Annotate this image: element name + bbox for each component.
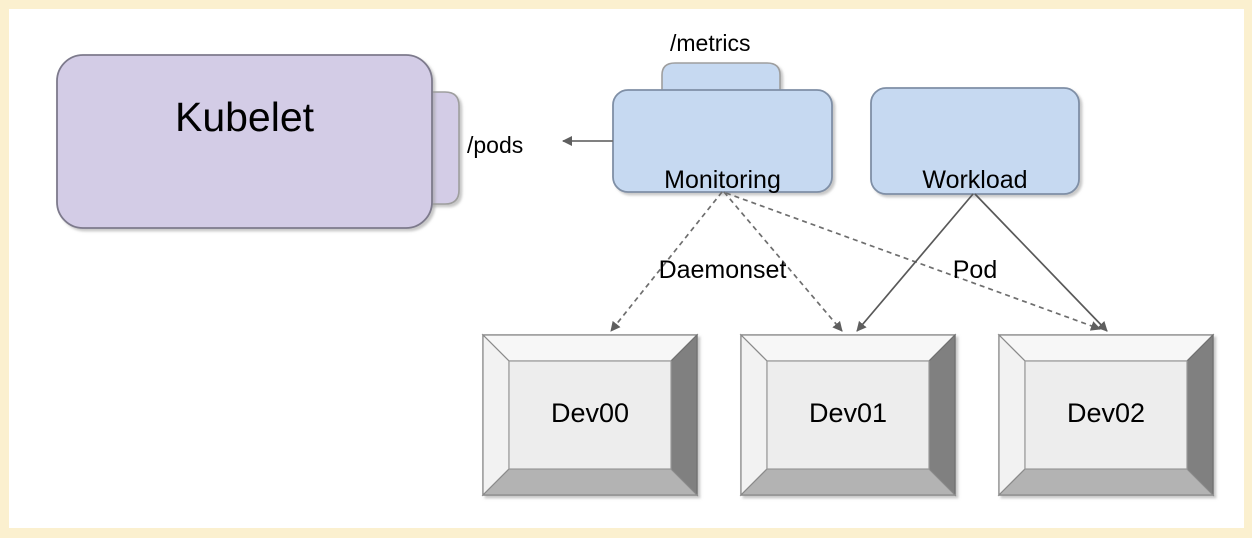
metrics-label: /metrics	[670, 30, 751, 56]
dev02-shape[interactable]	[997, 333, 1215, 497]
dev01-shape[interactable]	[739, 333, 957, 497]
workload-pod-shape[interactable]	[870, 87, 1080, 195]
kubelet-shape[interactable]	[56, 54, 433, 229]
edge-workload-to-dev02	[974, 193, 1108, 332]
edge-daemonset-to-dev01	[723, 191, 843, 332]
edge-workload-to-dev01	[856, 193, 974, 332]
metrics-tab-shape[interactable]	[661, 62, 781, 97]
edge-daemonset-to-dev00	[610, 191, 723, 332]
monitoring-daemonset-shape[interactable]	[612, 89, 833, 193]
edge-daemonset-to-dev02	[725, 192, 1101, 331]
dev00-shape[interactable]	[481, 333, 699, 497]
pods-label: /pods	[467, 132, 524, 158]
diagram-vector-layer	[56, 54, 1215, 497]
diagram-canvas: Kubelet /pods /metrics Monitoring Daemon…	[9, 9, 1244, 528]
